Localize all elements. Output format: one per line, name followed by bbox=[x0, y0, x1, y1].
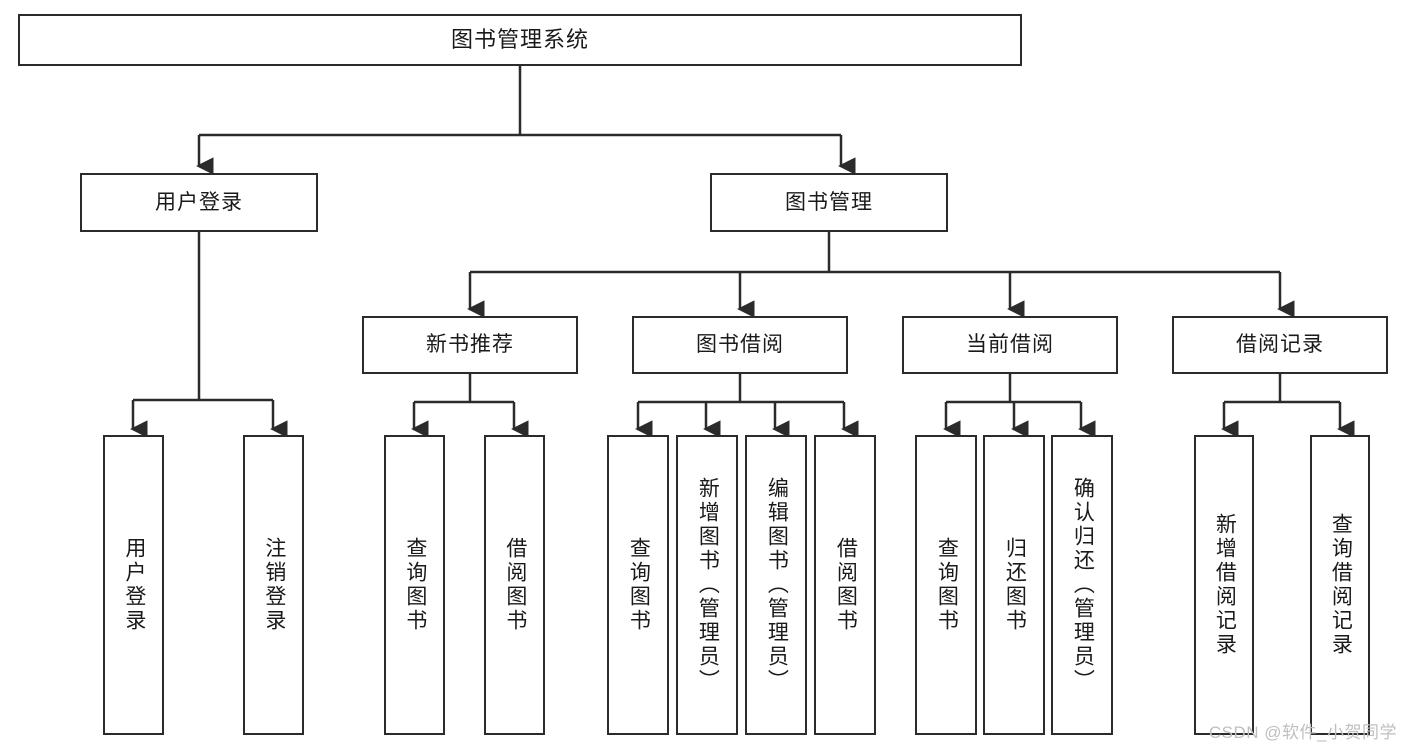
node-borrow-records[interactable]: 借阅记录 bbox=[1172, 316, 1388, 374]
leaf-borrow-book[interactable]: 借阅图书 bbox=[814, 435, 876, 735]
node-label: 图书借阅 bbox=[696, 333, 784, 357]
node-book-management[interactable]: 图书管理 bbox=[710, 173, 948, 232]
leaf-add-book-admin[interactable]: 新增图书（管理员） bbox=[676, 435, 738, 735]
leaf-label: 借阅图书 bbox=[503, 537, 527, 633]
leaf-user-login[interactable]: 用户登录 bbox=[103, 435, 164, 735]
node-current-borrowing[interactable]: 当前借阅 bbox=[902, 316, 1118, 374]
leaf-confirm-return-admin[interactable]: 确认归还（管理员） bbox=[1051, 435, 1113, 735]
leaf-label: 用户登录 bbox=[122, 537, 146, 633]
leaf-label: 确认归还（管理员） bbox=[1071, 477, 1095, 693]
leaf-label: 查询图书 bbox=[627, 537, 651, 633]
leaf-label: 新增图书（管理员） bbox=[696, 477, 720, 693]
leaf-label: 查询图书 bbox=[403, 537, 427, 633]
leaf-query-book-current[interactable]: 查询图书 bbox=[915, 435, 977, 735]
leaf-label: 借阅图书 bbox=[834, 537, 858, 633]
node-label: 图书管理系统 bbox=[450, 26, 589, 52]
leaf-return-book[interactable]: 归还图书 bbox=[983, 435, 1045, 735]
leaf-query-book-borrow[interactable]: 查询图书 bbox=[607, 435, 669, 735]
node-root-book-management-system[interactable]: 图书管理系统 bbox=[18, 14, 1022, 66]
leaf-label: 编辑图书（管理员） bbox=[765, 477, 789, 693]
node-book-borrowing[interactable]: 图书借阅 bbox=[632, 316, 848, 374]
leaf-borrow-book-new[interactable]: 借阅图书 bbox=[484, 435, 545, 735]
node-label: 图书管理 bbox=[785, 190, 873, 214]
leaf-label: 查询借阅记录 bbox=[1329, 513, 1353, 657]
leaf-logout[interactable]: 注销登录 bbox=[243, 435, 304, 735]
node-label: 当前借阅 bbox=[966, 333, 1054, 357]
leaf-query-book-new[interactable]: 查询图书 bbox=[384, 435, 445, 735]
leaf-query-borrow-record[interactable]: 查询借阅记录 bbox=[1310, 435, 1370, 735]
node-label: 新书推荐 bbox=[426, 333, 514, 357]
leaf-label: 归还图书 bbox=[1003, 537, 1027, 633]
leaf-label: 注销登录 bbox=[262, 537, 286, 633]
leaf-label: 查询图书 bbox=[935, 537, 959, 633]
node-label: 用户登录 bbox=[155, 190, 243, 214]
leaf-add-borrow-record[interactable]: 新增借阅记录 bbox=[1194, 435, 1254, 735]
node-user-login[interactable]: 用户登录 bbox=[80, 173, 318, 232]
node-new-book-recommendation[interactable]: 新书推荐 bbox=[362, 316, 578, 374]
node-label: 借阅记录 bbox=[1236, 333, 1324, 357]
leaf-label: 新增借阅记录 bbox=[1213, 513, 1237, 657]
watermark: CSDN @软件_小贺同学 bbox=[1208, 723, 1397, 742]
leaf-edit-book-admin[interactable]: 编辑图书（管理员） bbox=[745, 435, 807, 735]
